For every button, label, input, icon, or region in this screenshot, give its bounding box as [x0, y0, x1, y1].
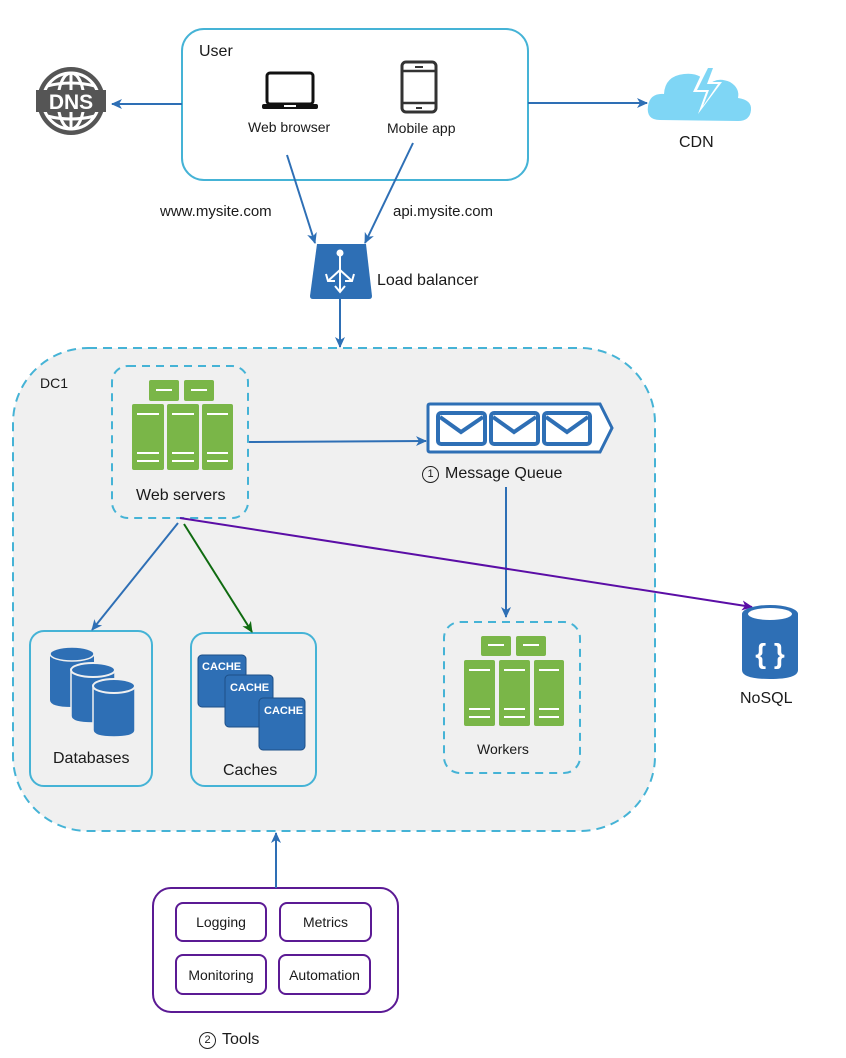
edge-web-servers-nosql	[179, 517, 753, 611]
step-number-badge: 1	[422, 466, 439, 483]
message-queue-text: Message Queue	[445, 465, 563, 482]
nosql-label: NoSQL	[740, 690, 793, 707]
tool-monitoring: Monitoring	[175, 954, 267, 995]
databases-container	[29, 630, 153, 787]
envelope-queue-icon	[426, 402, 614, 454]
edge-mobile-app-lb	[364, 142, 414, 244]
user-label: User	[199, 43, 233, 60]
web-browser-label: Web browser	[248, 119, 331, 135]
cache-label: CACHE	[202, 661, 241, 673]
nosql-cylinder-icon: { }	[742, 605, 798, 679]
svg-text:{ }: { }	[755, 638, 785, 669]
cache-stack-icon: CACHE CACHE CACHE	[197, 654, 306, 751]
tools-label: 2 Tools	[199, 1031, 259, 1049]
user-container	[181, 28, 529, 181]
caches-container	[190, 632, 317, 787]
dns-label: DNS	[49, 91, 93, 114]
server-rack-icon	[464, 636, 564, 726]
dc1-label: DC1	[40, 375, 69, 391]
database-cylinders-icon	[49, 646, 136, 738]
message-queue-label: 1 Message Queue	[422, 465, 562, 483]
caches-label: Caches	[223, 762, 278, 779]
tool-metrics: Metrics	[279, 902, 372, 942]
cloud-lightning-icon	[647, 62, 752, 121]
edge-label-www: www.mysite.com	[160, 203, 272, 220]
edge-web-servers-caches	[183, 523, 253, 633]
workers-label: Workers	[477, 741, 529, 757]
globe-icon: DNS	[36, 67, 106, 135]
edge-web-browser-lb	[286, 154, 317, 244]
cache-label: CACHE	[230, 682, 269, 694]
step-number-badge: 2	[199, 1032, 216, 1049]
edge-label-api: api.mysite.com	[393, 203, 494, 220]
databases-label: Databases	[53, 750, 130, 767]
edge-web-servers-queue	[248, 436, 427, 447]
tool-logging: Logging	[175, 902, 267, 942]
laptop-icon	[262, 71, 318, 109]
workers-container	[443, 621, 581, 774]
load-balancer-icon	[310, 244, 372, 299]
web-servers-label: Web servers	[136, 487, 226, 504]
cache-label: CACHE	[264, 705, 303, 717]
mobile-app-label: Mobile app	[387, 120, 456, 136]
tool-automation: Automation	[278, 954, 371, 995]
tools-text: Tools	[222, 1031, 260, 1048]
cdn-label: CDN	[679, 134, 714, 151]
load-balancer-label: Load balancer	[377, 272, 479, 289]
edge-web-servers-databases	[91, 522, 179, 631]
server-rack-icon	[132, 380, 233, 470]
mobile-phone-icon	[400, 60, 438, 114]
